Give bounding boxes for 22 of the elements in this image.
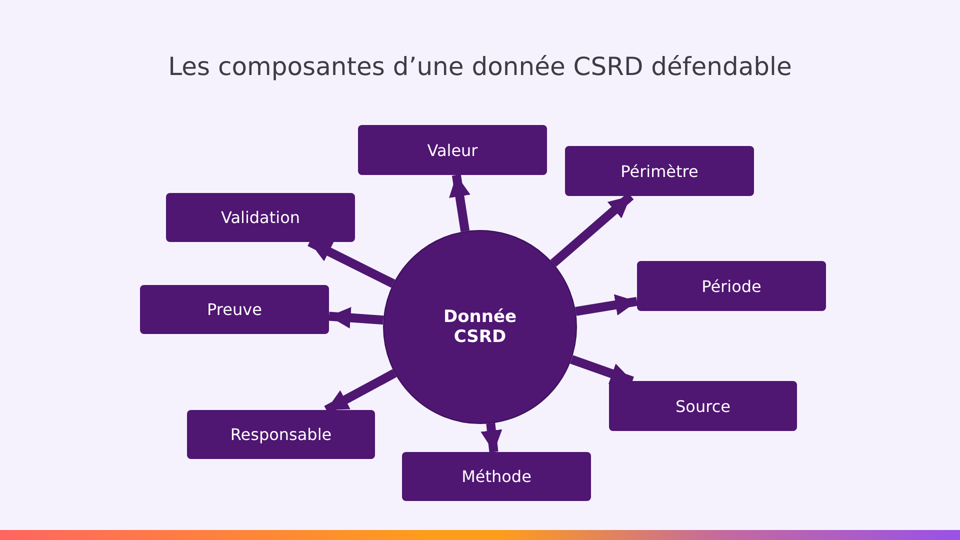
node-label: Validation [220, 208, 300, 227]
arrow [480, 422, 502, 452]
node-label: Responsable [230, 425, 332, 444]
component-box [140, 285, 329, 334]
node-label: Preuve [207, 300, 262, 319]
component-box [402, 452, 591, 501]
arrow [575, 294, 638, 316]
component-box [358, 125, 547, 175]
node-label: Source [676, 396, 730, 416]
diagram-title: Les composantes d’une donnée CSRD défendable [167, 52, 793, 81]
component-box [187, 410, 375, 459]
component-box [609, 381, 797, 431]
node-label: Méthode [462, 467, 532, 486]
node-label: Période [702, 276, 762, 296]
component-box [166, 193, 355, 242]
component-box [565, 146, 754, 196]
node-label: Périmètre [620, 162, 698, 180]
node-label: Donnée CSRD [442, 307, 518, 347]
node-label: Valeur [427, 140, 478, 160]
component-box [637, 261, 826, 311]
arrow [449, 174, 470, 232]
arrow [328, 307, 384, 329]
